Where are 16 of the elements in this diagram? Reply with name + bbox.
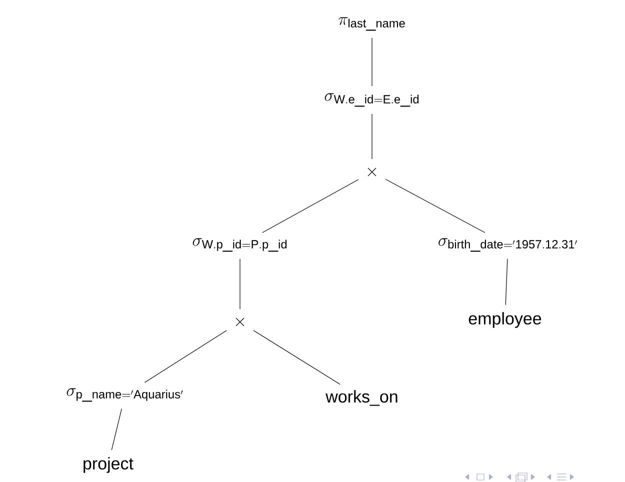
tree-edge — [144, 330, 227, 383]
tree-edge — [262, 179, 359, 233]
tree-edge — [253, 330, 340, 385]
selection-operator: $\sigma_{\mathsf{p\_name}=\mathsf{'Aquarius'}}$ — [66, 388, 183, 402]
cross-product-operator: $\times$ — [368, 168, 376, 176]
selection-operator: $\sigma_{\mathsf{W.p\_id}=\mathsf{P.p\_id}}$ — [192, 238, 287, 252]
selection-operator: $\sigma_{\mathsf{birth\_date}=\mathsf{'1957.12.31'}}$ — [438, 238, 577, 252]
selection-operator: $\sigma_{\mathsf{W.e\_id}=\mathsf{E.e\_id}}$ — [324, 93, 419, 107]
cross-product-operator: $\times$ — [236, 318, 244, 326]
tree-edge — [111, 408, 122, 450]
relation-name: works_on — [326, 390, 398, 406]
tree-edge — [505, 258, 508, 306]
projection-operator: $\pi_{\mathsf{last\_name}}$ — [338, 17, 405, 31]
tree-edge — [385, 178, 486, 233]
relation-name: employee — [468, 312, 542, 328]
relation-name: project — [84, 457, 134, 473]
